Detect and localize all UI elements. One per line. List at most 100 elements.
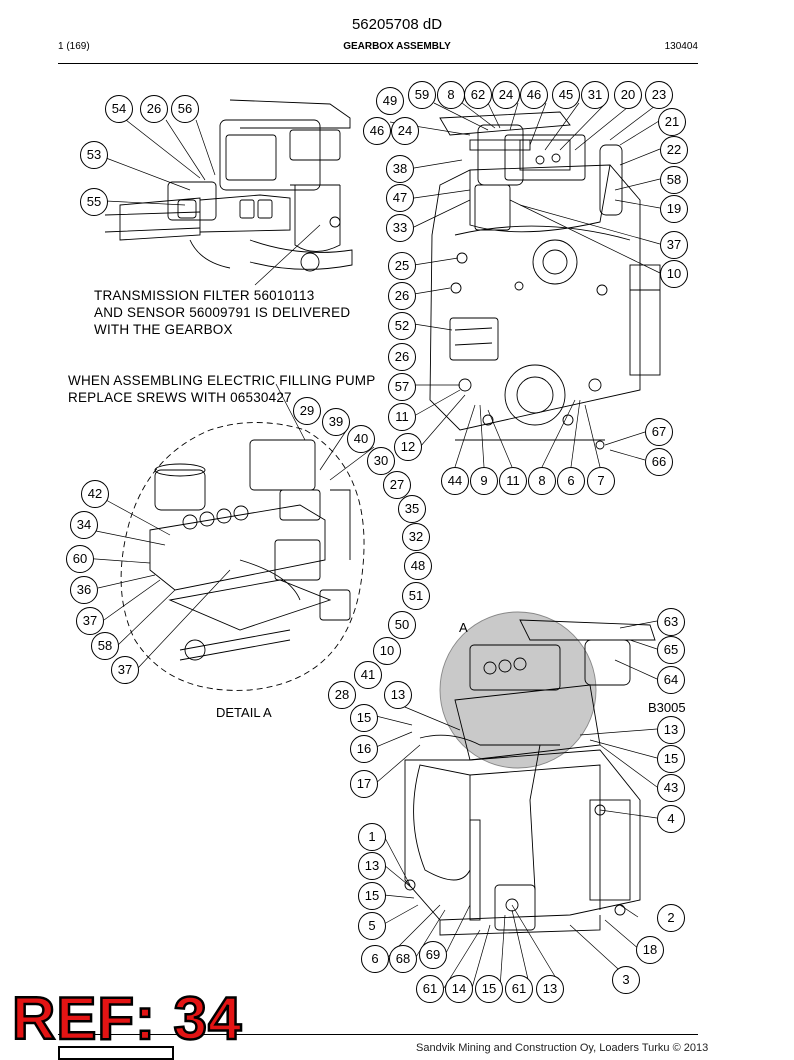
callout-bubble: 61 bbox=[505, 975, 533, 1003]
callout-bubble: 23 bbox=[645, 81, 673, 109]
callout-bubble: 13 bbox=[384, 681, 412, 709]
callout-bubble: 32 bbox=[402, 523, 430, 551]
callout-bubble: 10 bbox=[660, 260, 688, 288]
callout-bubble: 54 bbox=[105, 95, 133, 123]
callout-bubble: 24 bbox=[492, 81, 520, 109]
callout-bubble: 40 bbox=[347, 425, 375, 453]
callout-bubble: 59 bbox=[408, 81, 436, 109]
callout-bubble: 46 bbox=[363, 117, 391, 145]
callout-bubble: 38 bbox=[386, 155, 414, 183]
callout-bubble: 10 bbox=[373, 637, 401, 665]
callout-bubble: 9 bbox=[470, 467, 498, 495]
callout-bubble: 49 bbox=[376, 87, 404, 115]
callout-bubble: 11 bbox=[499, 467, 527, 495]
callout-bubble: 65 bbox=[657, 636, 685, 664]
callout-bubble: 68 bbox=[389, 945, 417, 973]
callout-bubble: 24 bbox=[391, 117, 419, 145]
callout-bubble: 37 bbox=[76, 607, 104, 635]
callout-bubble: 29 bbox=[293, 397, 321, 425]
callout-bubble: 28 bbox=[328, 681, 356, 709]
footer-copyright: Sandvik Mining and Construction Oy, Load… bbox=[416, 1042, 709, 1054]
callout-bubble: 43 bbox=[657, 774, 685, 802]
callout-bubble: 62 bbox=[464, 81, 492, 109]
callout-bubble: 50 bbox=[388, 611, 416, 639]
callout-bubble: 6 bbox=[557, 467, 585, 495]
callout-bubble: 52 bbox=[388, 312, 416, 340]
callout-bubble: 6 bbox=[361, 945, 389, 973]
detail-label: DETAIL A bbox=[216, 705, 272, 720]
pump-note-line: REPLACE SREWS WITH 06530427 bbox=[68, 390, 292, 405]
callout-bubble: 26 bbox=[140, 95, 168, 123]
callout-bubble: 33 bbox=[386, 214, 414, 242]
section-title: GEARBOX ASSEMBLY bbox=[343, 41, 451, 52]
callout-bubble: 60 bbox=[66, 545, 94, 573]
callout-bubble: 3 bbox=[612, 966, 640, 994]
document-number: 56205708 dD bbox=[351, 16, 443, 33]
callout-bubble: 15 bbox=[358, 882, 386, 910]
footer-divider bbox=[58, 1034, 698, 1035]
callout-bubble: 67 bbox=[645, 418, 673, 446]
callout-bubble: 44 bbox=[441, 467, 469, 495]
callout-bubble: 21 bbox=[658, 108, 686, 136]
callout-bubble: 16 bbox=[350, 735, 378, 763]
callout-bubble: 37 bbox=[660, 231, 688, 259]
callout-bubble: 25 bbox=[388, 252, 416, 280]
callout-bubble: 5 bbox=[358, 912, 386, 940]
callout-bubble: 22 bbox=[660, 136, 688, 164]
callout-bubble: 15 bbox=[350, 704, 378, 732]
callout-bubble: 26 bbox=[388, 343, 416, 371]
callout-bubble: 13 bbox=[536, 975, 564, 1003]
callout-bubble: 53 bbox=[80, 141, 108, 169]
document-code: 130404 bbox=[664, 41, 698, 52]
callout-bubble: 15 bbox=[657, 745, 685, 773]
page-info: 1 (169) bbox=[58, 41, 90, 52]
header-divider bbox=[58, 63, 698, 64]
callout-bubble: 26 bbox=[388, 282, 416, 310]
callout-bubble: 14 bbox=[445, 975, 473, 1003]
callout-bubble: 51 bbox=[402, 582, 430, 610]
callout-bubble: 56 bbox=[171, 95, 199, 123]
callout-bubble: 4 bbox=[657, 805, 685, 833]
callout-bubble: 7 bbox=[587, 467, 615, 495]
callout-bubble: 34 bbox=[70, 511, 98, 539]
callout-bubble: 17 bbox=[350, 770, 378, 798]
filter-view bbox=[104, 99, 353, 272]
callout-bubble: 36 bbox=[70, 576, 98, 604]
callout-bubble: 55 bbox=[80, 188, 108, 216]
ref-stamp: REF: 34 bbox=[11, 984, 243, 1053]
callout-bubble: 11 bbox=[388, 403, 416, 431]
callout-bubble: 46 bbox=[520, 81, 548, 109]
callout-bubble: 27 bbox=[383, 471, 411, 499]
pump-note-line: WHEN ASSEMBLING ELECTRIC FILLING PUMP bbox=[68, 373, 376, 388]
callout-bubble: 58 bbox=[660, 166, 688, 194]
callout-bubble: 20 bbox=[614, 81, 642, 109]
callout-bubble: 58 bbox=[91, 632, 119, 660]
callout-bubble: 13 bbox=[657, 716, 685, 744]
callout-bubble: 63 bbox=[657, 608, 685, 636]
callout-bubble: 13 bbox=[358, 852, 386, 880]
detail-marker: A bbox=[459, 620, 468, 635]
callout-bubble: 18 bbox=[636, 936, 664, 964]
callout-bubble: 31 bbox=[581, 81, 609, 109]
callout-bubble: 19 bbox=[660, 195, 688, 223]
sensor-label: B3005 bbox=[648, 700, 686, 715]
callout-bubble: 30 bbox=[367, 447, 395, 475]
callout-bubble: 45 bbox=[552, 81, 580, 109]
callout-bubble: 64 bbox=[657, 666, 685, 694]
callout-bubble: 57 bbox=[388, 373, 416, 401]
detail-a-view bbox=[120, 422, 365, 691]
filter-note-line: WITH THE GEARBOX bbox=[94, 322, 233, 337]
callout-bubble: 37 bbox=[111, 656, 139, 684]
callout-bubble: 61 bbox=[416, 975, 444, 1003]
callout-bubble: 69 bbox=[419, 941, 447, 969]
callout-bubble: 8 bbox=[437, 81, 465, 109]
callout-bubble: 1 bbox=[358, 823, 386, 851]
callout-bubble: 39 bbox=[322, 408, 350, 436]
callout-bubble: 12 bbox=[394, 433, 422, 461]
callout-bubble: 35 bbox=[398, 495, 426, 523]
filter-note-line: AND SENSOR 56009791 IS DELIVERED bbox=[94, 305, 351, 320]
gearbox-top-view bbox=[429, 111, 661, 450]
callout-bubble: 42 bbox=[81, 480, 109, 508]
filter-note: TRANSMISSION FILTER 56010113 AND SENSOR … bbox=[94, 287, 350, 338]
gearbox-bottom-view bbox=[404, 611, 656, 936]
